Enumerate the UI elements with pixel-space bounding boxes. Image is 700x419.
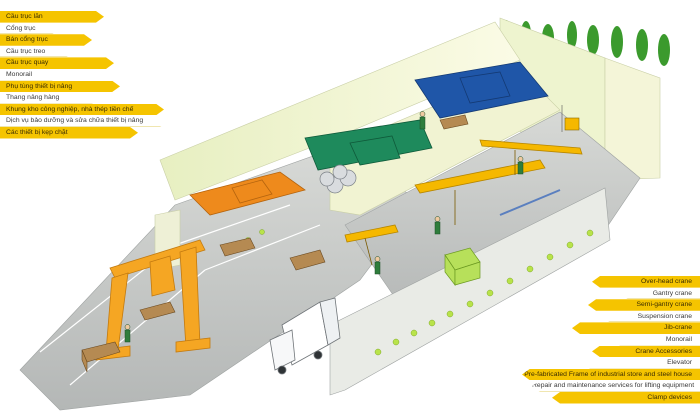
list-item[interactable]: Elevator	[582, 357, 700, 369]
monorail	[499, 189, 561, 216]
list-item[interactable]: Over-head crane	[592, 276, 700, 288]
wall-lights	[245, 229, 594, 356]
gantry-crane	[95, 239, 211, 361]
list-item[interactable]: Các thiết bị kẹp chặt	[0, 127, 138, 139]
list-item[interactable]: Gantry crane	[620, 287, 700, 300]
green-overhead-crane	[304, 119, 433, 171]
workers	[124, 111, 524, 343]
list-item[interactable]: Clamp devices	[552, 391, 700, 404]
blue-overhead-crane	[414, 61, 549, 119]
english-product-list: Over-head crane Gantry crane Semi-gantry…	[522, 276, 700, 404]
list-item[interactable]: Jib-crane	[572, 322, 700, 334]
list-item[interactable]: Crane Accessories	[592, 345, 700, 358]
list-item[interactable]: Cầu trục lăn	[0, 11, 104, 23]
list-item[interactable]: Dịch vụ bảo dưỡng và sửa chữa thiết bị n…	[0, 115, 168, 127]
list-item[interactable]: Khung kho công nghiệp, nhà thép tiền chế	[0, 104, 164, 116]
vietnamese-product-list: Cầu trục lăn Cổng trục Bán cổng trục Cầu…	[0, 11, 168, 139]
right-end-wall	[604, 57, 661, 181]
cargo-boxes	[81, 114, 469, 373]
list-item[interactable]: Phụ tùng thiết bị nâng	[0, 81, 120, 93]
list-item[interactable]: Cầu trục treo	[0, 46, 74, 58]
list-item[interactable]: Thang nâng hàng	[0, 92, 100, 104]
semi-gantry-crane	[189, 171, 306, 216]
right-front-wall	[329, 187, 611, 396]
list-item[interactable]: Pre-fabricated Frame of industrial store…	[522, 368, 700, 381]
list-item[interactable]: Bán cổng trục	[0, 34, 92, 46]
list-item[interactable]: Monorail	[0, 69, 60, 81]
list-item[interactable]: Cổng trục	[0, 23, 60, 35]
list-item[interactable]: Cầu trục quay	[0, 57, 114, 69]
steel-coils	[319, 164, 357, 194]
left-hall-wall	[159, 21, 521, 201]
list-item[interactable]: Semi-gantry crane	[588, 299, 700, 311]
list-item[interactable]: Monorail	[612, 333, 700, 346]
delivery-truck	[269, 297, 341, 375]
forklift	[561, 105, 580, 132]
list-item[interactable]: Repair and maintenance services for lift…	[532, 380, 700, 392]
yellow-suspension-crane	[344, 139, 583, 266]
list-item[interactable]: Suspension crane	[602, 310, 700, 323]
green-crate	[444, 247, 481, 287]
